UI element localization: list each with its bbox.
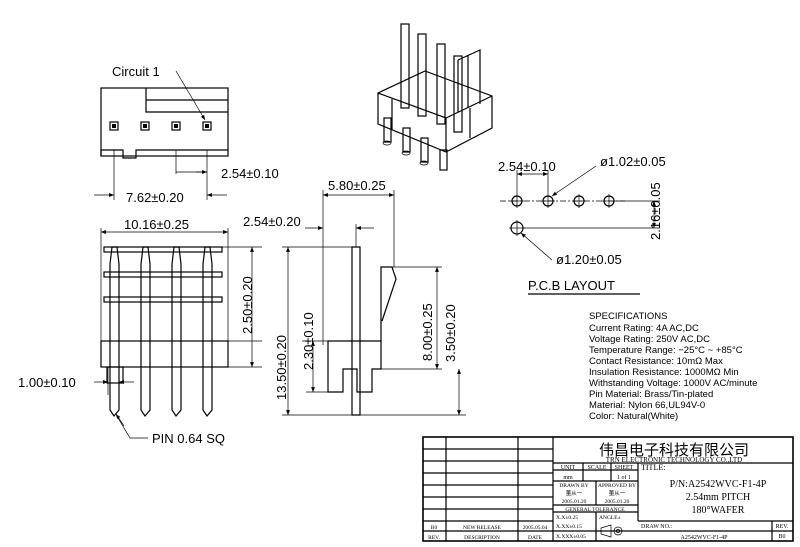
pcb-holes [509, 194, 616, 236]
approved-date: 2005.01.20 [605, 499, 630, 505]
drawn-by-name: 董从一 [566, 489, 583, 497]
drawn-by-label: DRAWN BY [559, 483, 588, 489]
dim-3-50: 3.50±0.20 [443, 304, 458, 362]
spec-line: Current Rating: 4A AC,DC [589, 323, 699, 334]
scale-label: SCALE [587, 465, 606, 471]
spec-line: Withstanding Voltage: 1000V AC/minute [589, 378, 757, 389]
sheet-value: 1 of 1 [617, 474, 631, 481]
specifications: SPECIFICATIONS Current Rating: 4A AC,DC … [589, 311, 757, 422]
title-label: TITLE: [641, 463, 665, 472]
unit-value: mm [563, 475, 573, 481]
part-number: P/N:A2542WVC-F1-4P [670, 479, 767, 490]
front-view-pins [109, 246, 213, 418]
draw-no-label: DRAW NO.: [641, 524, 672, 530]
company-name-en: TRN ELECTRONIC TECHNOLOGY CO.,LTD [606, 456, 742, 464]
dim-13-50: 13.50±0.20 [274, 335, 289, 400]
spec-line: Voltage Rating: 250V AC,DC [589, 334, 710, 345]
top-view-pins [109, 121, 212, 131]
approved-by-label: APPROVED BY [598, 483, 636, 489]
spec-line: Material: Nylon 66,UL94V-0 [589, 400, 705, 411]
draw-no: A2542WVC-F1-4P [680, 535, 728, 541]
sheet-label: SHEET [615, 465, 634, 471]
approved-by-name: 董从一 [609, 489, 626, 497]
dim-2-50: 2.50±0.20 [240, 276, 255, 334]
dim-8-00: 8.00±0.25 [420, 303, 435, 361]
spec-line: Insulation Resistance: 1000MΩ Min [589, 367, 739, 378]
date-row: 2005.05.04 [523, 525, 548, 531]
circuit-label: Circuit 1 [112, 64, 160, 79]
pcb-layout-title: P.C.B LAYOUT [528, 278, 615, 293]
spec-line: Contact Resistance: 10mΩ Max [589, 356, 723, 367]
spec-title: SPECIFICATIONS [589, 311, 667, 322]
isometric-view [377, 23, 493, 171]
dim-2-30: 2.30±0.10 [301, 312, 316, 370]
description-row: NEW RELEASE [463, 525, 502, 531]
dim-2-54-side: 2.54±0.20 [243, 214, 301, 229]
dim-1-00: 1.00±0.10 [18, 375, 76, 390]
title-block [422, 436, 794, 542]
top-view [94, 70, 229, 200]
side-view [282, 190, 466, 416]
dim-2-54-top: 2.54±0.10 [221, 166, 279, 181]
angle-label: ANGLE± [599, 515, 621, 521]
rev-label: REV. [776, 524, 789, 530]
general-tolerance-label: GENERAL TOLERANCE [565, 507, 625, 513]
spec-line: Temperature Range: −25°C ~ +85°C [589, 345, 743, 356]
description-column-header: DESCRIPTION [464, 535, 500, 541]
date-column-header: DATE [528, 535, 543, 541]
tolerance-1: X.X±0.25 [556, 515, 578, 521]
pcb-dim-1-02: ø1.02±0.05 [600, 154, 666, 169]
drawn-date: 2005.01.20 [562, 499, 587, 505]
pin-label: PIN 0.64 SQ [152, 431, 225, 446]
pcb-dim-2-54: 2.54±0.10 [498, 159, 556, 174]
spec-line: Color: Natural(White) [589, 411, 678, 422]
pcb-dim-2-16: 2.16±0.05 [648, 182, 663, 240]
unit-label: UNIT [561, 465, 576, 471]
spec-line: Pin Material: Brass/Tin-plated [589, 389, 713, 400]
dim-5-80: 5.80±0.25 [328, 178, 386, 193]
front-view [94, 228, 262, 439]
rev-value: B0 [778, 534, 785, 540]
rev-row: B0 [431, 525, 438, 531]
tolerance-2: X.XX±0.15 [556, 524, 582, 530]
projection-symbol-icon [600, 524, 623, 538]
company-name-cn: 伟昌电子科技有限公司 [599, 442, 749, 459]
wafer-text: 180°WAFER [692, 505, 745, 516]
dim-10-16: 10.16±0.25 [124, 217, 189, 232]
pitch-text: 2.54mm PITCH [686, 492, 750, 503]
pcb-dim-1-20: ø1.20±0.05 [556, 252, 622, 267]
tolerance-3: X.XXX±0.05 [556, 534, 586, 540]
dim-7-62: 7.62±0.20 [126, 190, 184, 205]
pcb-layout [500, 165, 660, 261]
rev-column-header: REV. [428, 535, 440, 541]
